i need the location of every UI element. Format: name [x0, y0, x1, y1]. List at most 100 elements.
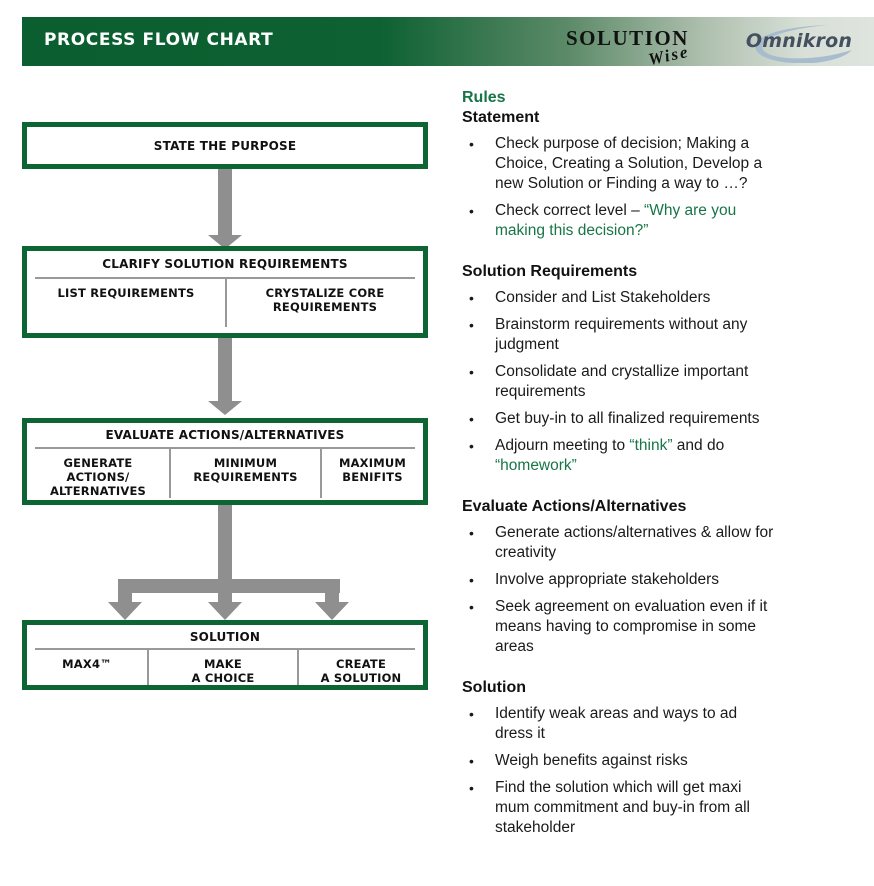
bullet-item: • Identify weak areas and ways to ad dres…: [462, 704, 864, 744]
flow-box-title: STATE THE PURPOSE: [153, 138, 297, 153]
down-arrow-icon: [108, 602, 142, 620]
flow-cell: GENERATE ACTIONS/ ALTERNATIVES: [49, 456, 147, 498]
bullet-item: • Get buy-in to all finalized requirement…: [462, 409, 864, 429]
down-arrow-icon: [315, 602, 349, 620]
flow-cell: CRYSTALIZE CORE REQUIREMENTS: [225, 279, 423, 327]
down-arrow-stem: [218, 338, 232, 401]
bullet-icon: •: [469, 411, 474, 427]
flow-box-cells: GENERATE ACTIONS/ ALTERNATIVES MINIMUM R…: [27, 449, 423, 498]
section-heading: Solution Requirements: [462, 263, 638, 280]
down-arrow-icon: [208, 602, 242, 620]
bullet-text-segment: Check purpose of decision; Making a Choi…: [495, 135, 763, 192]
bullet-icon: •: [469, 572, 474, 588]
bullet-text: Adjourn meeting to “think” and do “homew…: [495, 436, 724, 476]
bullet-text-segment: and do: [676, 437, 725, 454]
bullet-text: Generate actions/alternatives & allow fo…: [495, 523, 773, 563]
rules-section: Statement•Check purpose of decision; Mak…: [462, 108, 864, 241]
bullet-text: Brainstorm requirements without any judg…: [495, 315, 747, 355]
flow-box-cells: LIST REQUIREMENTS CRYSTALIZE CORE REQUIR…: [27, 279, 423, 327]
bullet-text-segment: Get buy-in to all finalized requirements: [495, 410, 760, 427]
omnikron-logo: Omnikron: [730, 21, 868, 63]
rules-panel: Rules Statement•Check purpose of decisio…: [462, 88, 864, 845]
bullet-item: •Check purpose of decision; Making a Cho…: [462, 134, 864, 194]
bullet-item: • Weigh benefits against risks: [462, 751, 864, 771]
bullet-text: Involve appropriate stakeholders: [495, 570, 719, 590]
bullet-item: • Consolidate and crystallize important r…: [462, 362, 864, 402]
bullet-text: Check correct level – “Why are you makin…: [495, 201, 736, 241]
flow-box-title: CLARIFY SOLUTION REQUIREMENTS: [102, 257, 348, 271]
bullet-item: • Seek agreement on evaluation even if it…: [462, 597, 864, 657]
flow-box-evaluate-actions-alternatives: EVALUATE ACTIONS/ALTERNATIVES GENERATE A…: [22, 418, 428, 505]
bullet-icon: •: [469, 317, 474, 333]
bullet-text-segment: Seek agreement on evaluation even if it …: [495, 598, 768, 655]
bullet-text-segment: “homework”: [495, 457, 577, 474]
flow-cell: MINIMUM REQUIREMENTS: [169, 449, 320, 498]
bullet-icon: •: [469, 525, 474, 541]
bullet-text-segment: Consolidate and crystallize important re…: [495, 363, 749, 400]
section-heading: Solution: [462, 679, 526, 696]
flow-box-clarify-solution-requirements: CLARIFY SOLUTION REQUIREMENTS LIST REQUI…: [22, 246, 428, 338]
bullet-text-segment: Brainstorm requirements without any judg…: [495, 316, 748, 353]
flow-cell: LIST REQUIREMENTS: [57, 286, 195, 300]
bullet-text: Weigh benefits against risks: [495, 751, 688, 771]
header-banner: PROCESS FLOW CHART SOLUTION Wise Omnikro…: [22, 17, 874, 69]
omnikron-logo-text: Omnikron: [745, 30, 853, 52]
bullet-item: •Adjourn meeting to “think” and do “home…: [462, 436, 864, 476]
bullet-text: Consolidate and crystallize important re…: [495, 362, 748, 402]
bullet-icon: •: [469, 599, 474, 615]
rules-sections: Statement•Check purpose of decision; Mak…: [462, 108, 864, 838]
down-arrow-stem: [218, 169, 232, 235]
section-heading: Statement: [462, 109, 540, 126]
section-heading: Evaluate Actions/Alternatives: [462, 498, 687, 515]
page-title: PROCESS FLOW CHART: [44, 30, 274, 50]
bullet-item: • Brainstorm requirements without any jud…: [462, 315, 864, 355]
divider: [35, 447, 415, 449]
bullet-icon: •: [469, 706, 474, 722]
bullet-text-segment: Check correct level –: [495, 202, 645, 219]
bullet-icon: •: [469, 290, 474, 306]
flow-cell: MAKE A CHOICE: [147, 650, 297, 685]
bullet-text-segment: Identify weak areas and ways to ad dress…: [495, 705, 738, 742]
bullet-text-segment: Adjourn meeting to: [495, 437, 630, 454]
bullet-text-segment: Find the solution which will get maxi mu…: [495, 779, 750, 836]
bullet-icon: •: [469, 203, 474, 219]
bullet-text-segment: Weigh benefits against risks: [495, 752, 688, 769]
bullet-item: • Consider and List Stakeholders: [462, 288, 864, 308]
branch-arrow-left-stem: [118, 592, 132, 604]
bullet-item: • Generate actions/alternatives & allow f…: [462, 523, 864, 563]
bullet-text: Check purpose of decision; Making a Choi…: [495, 134, 762, 194]
rules-title: Rules: [462, 89, 506, 106]
bullet-icon: •: [469, 364, 474, 380]
divider: [35, 648, 415, 650]
bullet-text: Identify weak areas and ways to ad dress…: [495, 704, 737, 744]
solutionwise-logo: SOLUTION Wise: [566, 26, 726, 69]
flow-cell: CREATE A SOLUTION: [297, 650, 423, 685]
flow-box-title: SOLUTION: [189, 629, 261, 644]
branch-arrow-bar: [118, 579, 340, 593]
flow-box-title: EVALUATE ACTIONS/ALTERNATIVES: [105, 428, 345, 442]
flow-box-state-the-purpose: STATE THE PURPOSE: [22, 122, 428, 169]
branch-arrow-center-stem: [218, 505, 232, 602]
rules-section: Solution • Identify weak areas and ways to…: [462, 678, 864, 838]
solutionwise-logo-text: SOLUTION: [566, 26, 689, 50]
down-arrow-icon: [208, 401, 242, 415]
branch-arrow-right-stem: [325, 592, 339, 604]
rules-section: Solution Requirements • Consider and List …: [462, 262, 864, 476]
down-arrow-icon: [208, 235, 242, 249]
divider: [35, 277, 415, 279]
flow-cell: MAX4™: [62, 657, 112, 671]
flow-box-solution: SOLUTION MAX4™ MAKE A CHOICE CREATE A SO…: [22, 620, 428, 690]
bullet-text-segment: Generate actions/alternatives & allow fo…: [495, 524, 774, 561]
bullet-text: Get buy-in to all finalized requirements: [495, 409, 760, 429]
bullet-icon: •: [469, 753, 474, 769]
bullet-text: Find the solution which will get maxi mu…: [495, 778, 750, 838]
bullet-text-segment: “think”: [629, 437, 673, 454]
rules-section: Evaluate Actions/Alternatives • Generate a…: [462, 497, 864, 657]
bullet-text: Seek agreement on evaluation even if it …: [495, 597, 767, 657]
bullet-icon: •: [469, 780, 474, 796]
bullet-item: • Find the solution which will get maxi m…: [462, 778, 864, 838]
bullet-text-segment: Involve appropriate stakeholders: [495, 571, 720, 588]
flow-box-cells: MAX4™ MAKE A CHOICE CREATE A SOLUTION: [27, 650, 423, 685]
bullet-text-segment: Consider and List Stakeholders: [495, 289, 711, 306]
